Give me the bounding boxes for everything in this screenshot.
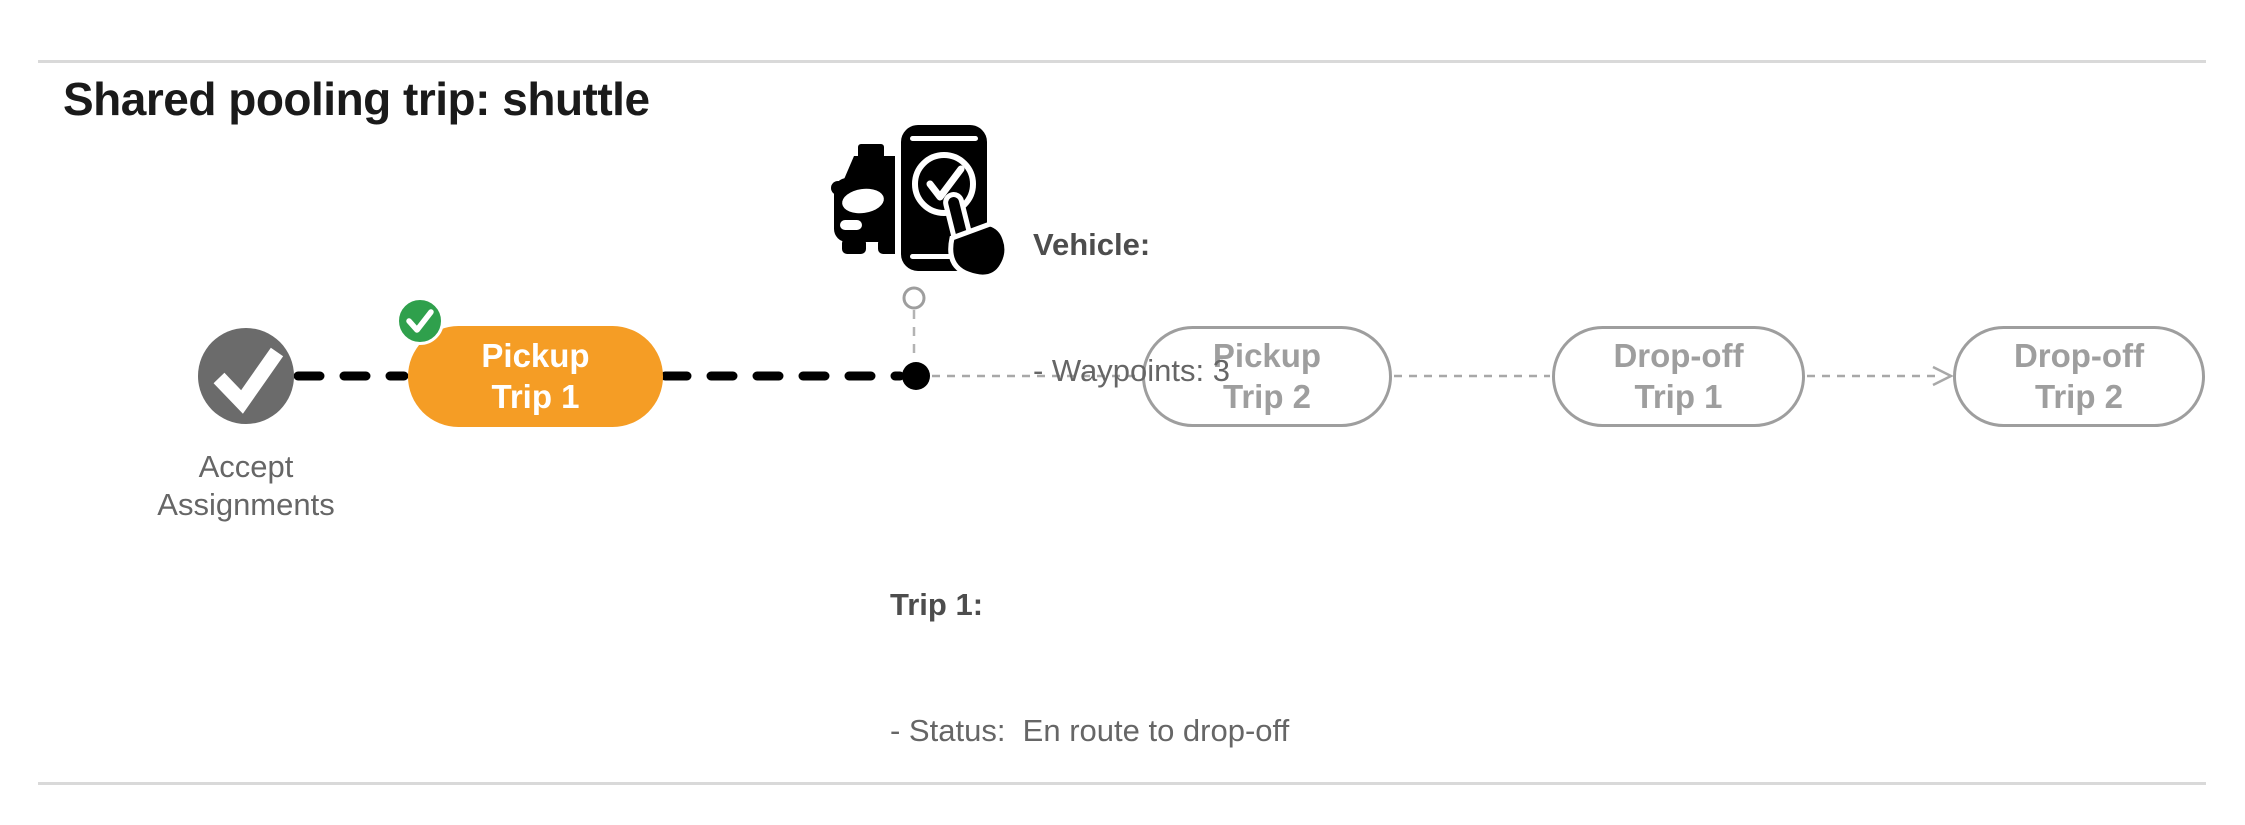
node-label-line1: Drop-off xyxy=(1613,337,1744,375)
check-icon xyxy=(926,165,965,201)
vehicle-position-dot xyxy=(902,362,930,390)
accept-label-line1: Accept xyxy=(198,449,294,484)
arrowhead-icon xyxy=(1932,365,1954,387)
trip1-status: - Status: En route to drop-off xyxy=(890,713,1290,748)
node-pickup-trip-1: Pickup Trip 1 xyxy=(408,326,663,427)
page-title: Shared pooling trip: shuttle xyxy=(63,73,650,125)
top-divider xyxy=(38,60,2206,63)
vehicle-info: Vehicle: - Waypoints: 3 xyxy=(1033,140,1230,476)
node-dropoff-trip-1: Drop-off Trip 1 xyxy=(1552,326,1805,427)
accept-label-line2: Assignments xyxy=(157,487,335,523)
vehicle-waypoints: - Waypoints: 3 xyxy=(1033,353,1230,388)
check-badge-icon xyxy=(406,309,434,333)
vehicle-icon xyxy=(831,119,1010,280)
trip-status: Trip 1: - Status: En route to drop-off -… xyxy=(890,500,1289,825)
bottom-divider xyxy=(38,782,2206,785)
node-label-line1: Pickup xyxy=(481,337,590,375)
node-label-line2: Trip 1 xyxy=(491,377,580,415)
node-label-line1: Drop-off xyxy=(2013,337,2145,375)
accept-assignments-label: Accept Assignments xyxy=(96,448,396,525)
node-label-line1: Pickup xyxy=(1212,337,1322,375)
node-label-line2: Trip 1 xyxy=(1634,377,1723,415)
node-label-line2: Trip 2 xyxy=(2034,377,2124,415)
completed-badge xyxy=(396,297,444,345)
node-pickup-trip-2: Pickup Trip 2 xyxy=(1142,326,1392,427)
accept-assignments-node xyxy=(198,328,294,424)
node-label-line2: Trip 2 xyxy=(1222,377,1312,415)
vehicle-label: Vehicle: xyxy=(1033,227,1151,262)
node-dropoff-trip-2: Drop-off Trip 2 xyxy=(1953,326,2205,427)
vehicle-anchor-circle-icon xyxy=(902,286,926,310)
check-icon xyxy=(213,347,284,414)
trip1-label: Trip 1: xyxy=(890,587,984,622)
